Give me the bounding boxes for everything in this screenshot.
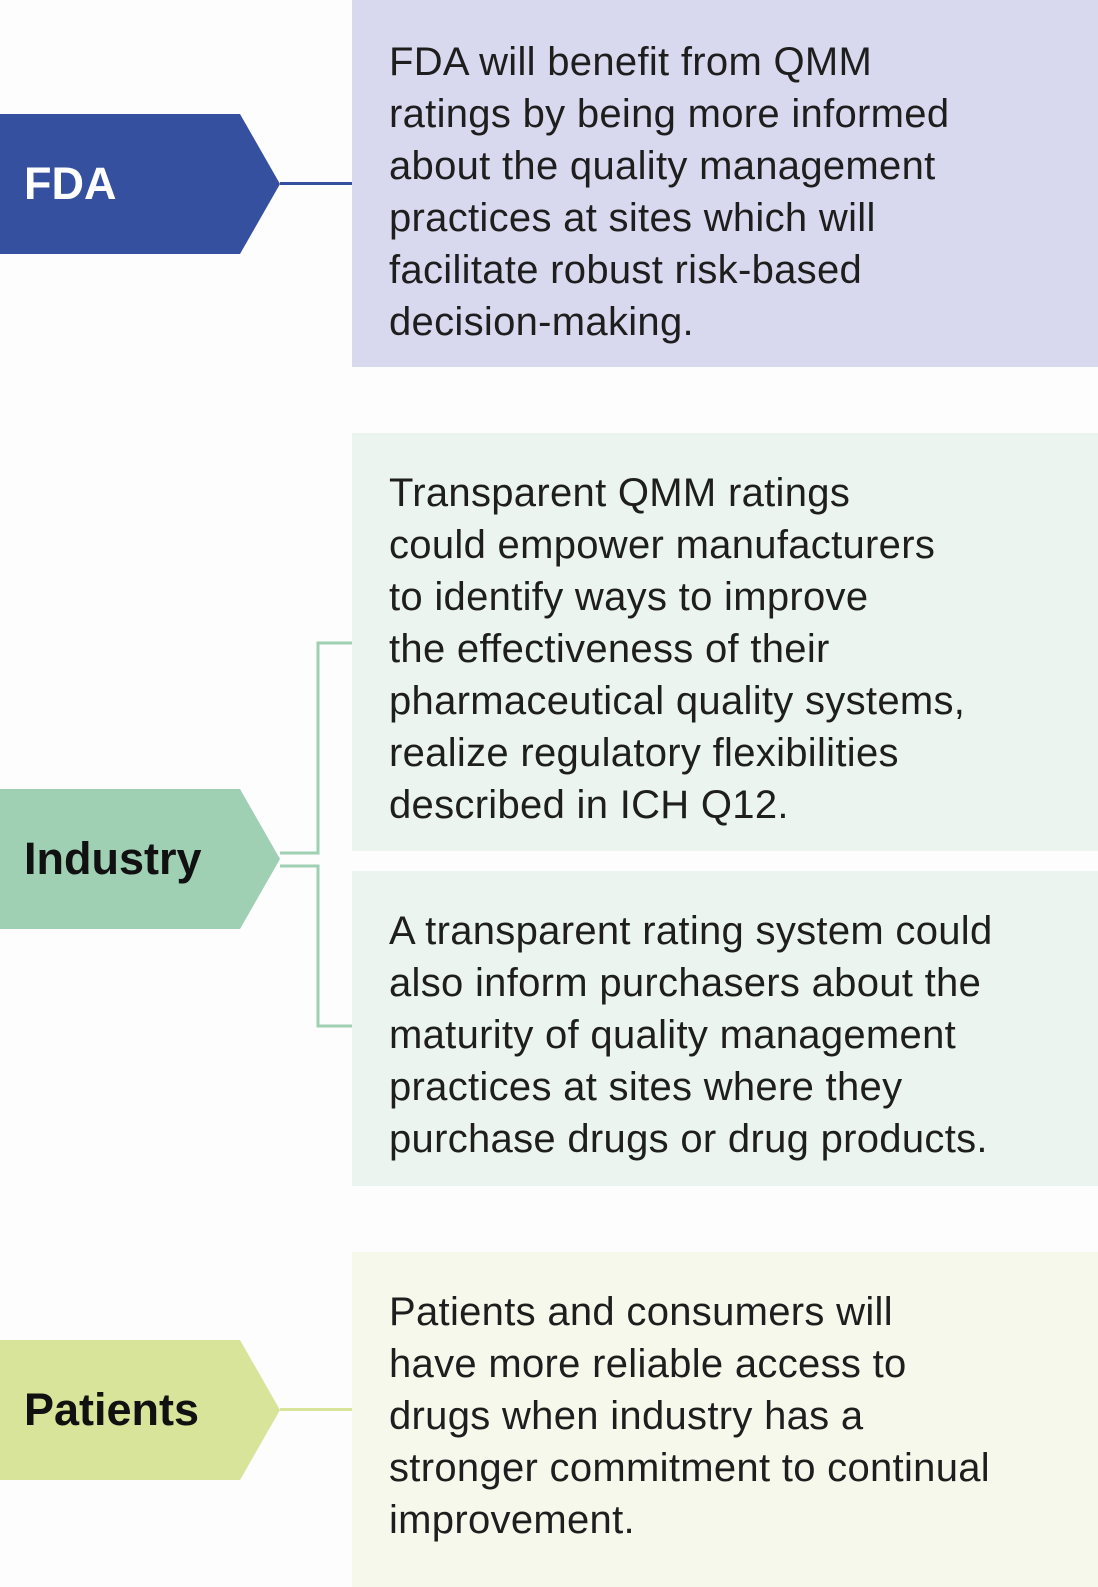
industry-description-1: Transparent QMM ratings could empower ma… bbox=[389, 471, 966, 827]
fda-label: FDA bbox=[24, 158, 117, 209]
industry-connector bbox=[280, 641, 362, 1028]
industry-description-box-2: A transparent rating system could also i… bbox=[352, 871, 1098, 1186]
patients-label: Patients bbox=[24, 1384, 200, 1435]
industry-tag: Industry bbox=[0, 789, 280, 929]
fda-description-box: FDA will benefit from QMM ratings by bei… bbox=[352, 0, 1098, 367]
industry-description-box-1: Transparent QMM ratings could empower ma… bbox=[352, 433, 1098, 851]
patients-connector bbox=[280, 1408, 360, 1411]
patients-description-box: Patients and consumers will have more re… bbox=[352, 1252, 1098, 1587]
industry-description-2: A transparent rating system could also i… bbox=[389, 909, 993, 1161]
patients-tag: Patients bbox=[0, 1340, 280, 1480]
fda-description: FDA will benefit from QMM ratings by bei… bbox=[389, 40, 950, 344]
industry-label: Industry bbox=[24, 833, 202, 884]
fda-connector bbox=[280, 182, 360, 185]
fda-tag: FDA bbox=[0, 114, 280, 254]
patients-description: Patients and consumers will have more re… bbox=[389, 1290, 990, 1542]
